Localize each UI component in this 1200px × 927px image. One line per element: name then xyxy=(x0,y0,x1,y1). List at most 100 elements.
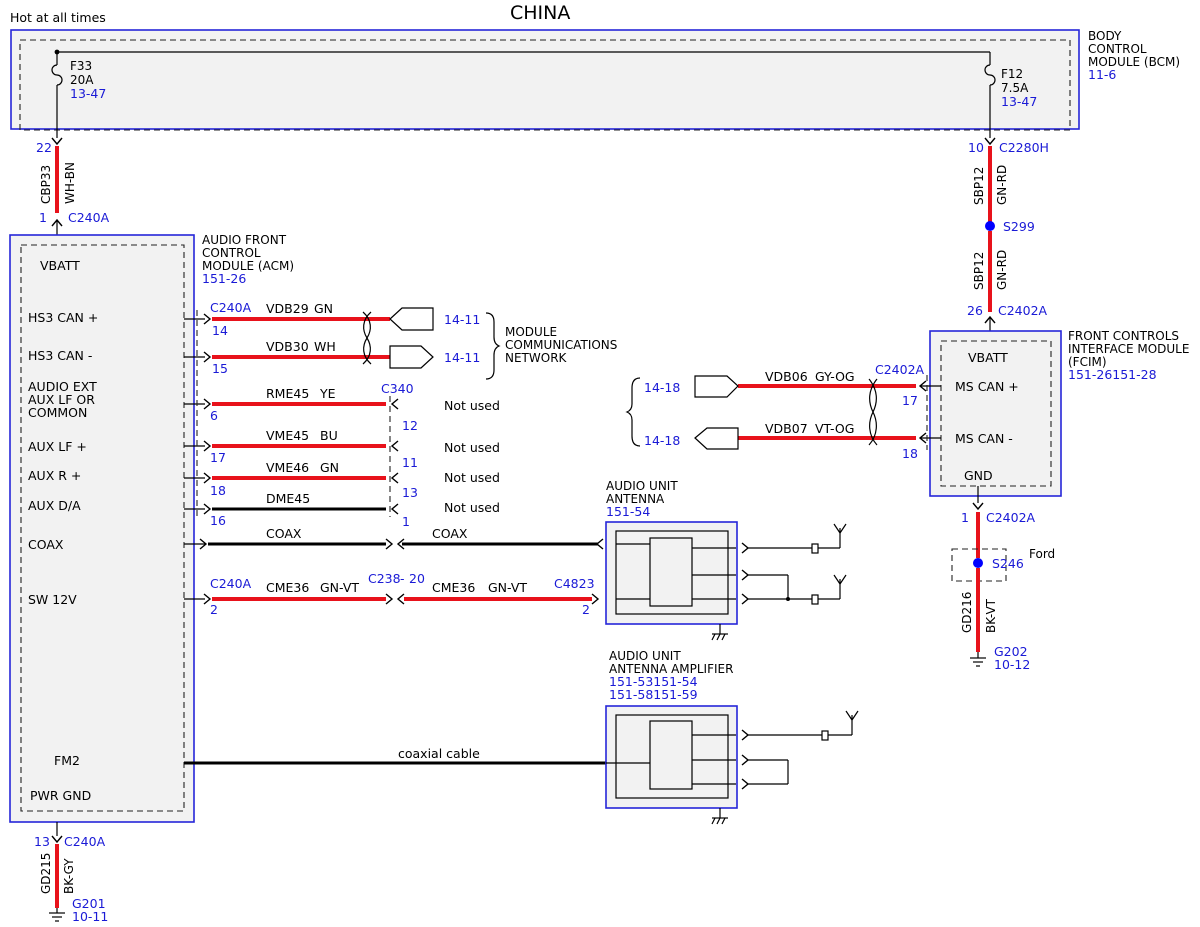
vme45-far-pin: 11 xyxy=(402,455,418,470)
antenna-name-1: AUDIO UNIT xyxy=(606,479,678,493)
vme45-pin: 17 xyxy=(210,450,226,465)
cme36-pin: 2 xyxy=(210,602,218,617)
antenna-icon xyxy=(833,523,847,599)
wire-cbp33 xyxy=(51,137,63,236)
acm-pin-aux-lf: AUX LF + xyxy=(28,439,87,454)
c4823-connector[interactable]: C4823 xyxy=(554,576,595,591)
rme45-far-pin: 12 xyxy=(402,418,418,433)
vdb29-ref[interactable]: 14-11 xyxy=(444,312,480,327)
vme45-color: BU xyxy=(320,428,338,443)
antenna-module xyxy=(605,521,840,641)
cbp33-color: WH-BN xyxy=(63,162,77,204)
rme45-circuit: RME45 xyxy=(266,386,309,401)
bcm-module xyxy=(10,29,1080,138)
wire-vme46 xyxy=(212,472,399,484)
sbp12-connector-top[interactable]: C2280H xyxy=(999,140,1049,155)
ground-g201[interactable]: G201 xyxy=(72,896,106,911)
fcim-name-1: FRONT CONTROLS xyxy=(1068,329,1179,343)
splice-s246-note: Ford xyxy=(1029,547,1055,561)
vdb06-ref[interactable]: 14-18 xyxy=(644,380,680,395)
fuse-f33-ref[interactable]: 13-47 xyxy=(70,86,106,101)
ground-g202-ref[interactable]: 10-12 xyxy=(994,657,1030,672)
fuse-f33-name: F33 xyxy=(70,59,92,73)
ground-g202[interactable]: G202 xyxy=(994,644,1028,659)
amp-ref-2[interactable]: 151-58151-59 xyxy=(609,687,698,702)
acm-name-1: AUDIO FRONT xyxy=(202,233,287,247)
cbp33-pin-top: 22 xyxy=(36,140,52,155)
cme36-color-2: GN-VT xyxy=(488,580,527,595)
vme46-pin: 18 xyxy=(210,483,226,498)
vme46-note: Not used xyxy=(444,470,500,485)
twisted-pair-symbol xyxy=(362,311,372,365)
sbp12-pin-bottom: 26 xyxy=(967,303,983,318)
bcm-name-1: BODY xyxy=(1088,29,1122,43)
c238-dash: - xyxy=(400,571,405,586)
gd216-connector[interactable]: C2402A xyxy=(986,510,1036,525)
amp-antenna-icon xyxy=(845,710,859,735)
sbp12-circuit-1: SBP12 xyxy=(972,167,986,205)
cbp33-circuit: CBP33 xyxy=(39,165,53,204)
vdb06-connector[interactable]: C2402A xyxy=(875,362,925,377)
fcim-pin-ms-can-plus: MS CAN + xyxy=(955,379,1019,394)
fcim-name-3: (FCIM) xyxy=(1068,355,1107,369)
acm-pin-vbatt: VBATT xyxy=(40,258,80,273)
vdb07-color: VT-OG xyxy=(815,421,854,436)
vdb29-pin: 14 xyxy=(212,323,228,338)
coax-right-label: COAX xyxy=(432,526,468,541)
cme36-color-1: GN-VT xyxy=(320,580,359,595)
gd215-circuit: GD215 xyxy=(39,853,53,894)
acm-ref[interactable]: 151-26 xyxy=(202,271,246,286)
wire-gd216 xyxy=(951,486,1007,667)
fuse-f12-ref[interactable]: 13-47 xyxy=(1001,94,1037,109)
wire-vme45 xyxy=(212,440,399,452)
cbp33-connector[interactable]: C240A xyxy=(68,210,110,225)
vdb29-color: GN xyxy=(314,301,333,316)
c340-label[interactable]: C340 xyxy=(381,381,414,396)
power-label: Hot at all times xyxy=(10,10,106,25)
wire-coax xyxy=(208,538,604,550)
connector-14-18-upper xyxy=(694,375,739,398)
vdb30-color: WH xyxy=(314,339,336,354)
connector-14-11-upper xyxy=(389,307,434,331)
splice-s246 xyxy=(973,558,983,568)
ground-g201-ref[interactable]: 10-11 xyxy=(72,909,108,924)
sbp12-connector-bottom[interactable]: C2402A xyxy=(998,303,1048,318)
vdb06-circuit: VDB06 xyxy=(765,369,808,384)
sbp12-color-1: GN-RD xyxy=(995,165,1009,205)
gd215-connector[interactable]: C240A xyxy=(64,834,106,849)
acm-module xyxy=(9,234,195,823)
fuse-f12-name: F12 xyxy=(1001,67,1023,81)
rme45-color: YE xyxy=(319,386,336,401)
cme36-connector[interactable]: C240A xyxy=(210,576,252,591)
acm-connector-stubs xyxy=(184,310,212,605)
bcm-name-3: MODULE (BCM) xyxy=(1088,55,1180,69)
acm-c240a-label[interactable]: C240A xyxy=(210,300,252,315)
vdb29-circuit: VDB29 xyxy=(266,301,309,316)
wire-gd215 xyxy=(49,822,65,922)
fcim-ref[interactable]: 151-26151-28 xyxy=(1068,367,1157,382)
vdb07-ref[interactable]: 14-18 xyxy=(644,433,680,448)
vme45-circuit: VME45 xyxy=(266,428,309,443)
connector-14-11-lower xyxy=(389,345,434,369)
c238-connector[interactable]: C238 xyxy=(368,571,401,586)
gd215-color: BK-GY xyxy=(62,858,76,894)
wire-rme45 xyxy=(212,398,399,410)
connector-14-18-lower xyxy=(694,427,739,450)
sbp12-color-2: GN-RD xyxy=(995,250,1009,290)
acm-pin-fm2: FM2 xyxy=(54,753,80,768)
splice-s299-label: S299 xyxy=(1003,219,1035,234)
vdb30-pin: 15 xyxy=(212,361,228,376)
acm-name-2: CONTROL xyxy=(202,246,261,260)
acm-pin-aux-common-2: AUX LF OR xyxy=(28,392,95,407)
amp-ref-1[interactable]: 151-53151-54 xyxy=(609,674,698,689)
bcm-ref[interactable]: 11-6 xyxy=(1088,67,1116,82)
fcim-network-brace xyxy=(625,377,641,447)
sbp12-pin-top: 10 xyxy=(968,140,984,155)
antenna-ref[interactable]: 151-54 xyxy=(606,504,650,519)
coaxial-cable-label: coaxial cable xyxy=(398,746,480,761)
fuse-f33-rating: 20A xyxy=(70,73,94,87)
fcim-twisted-pair xyxy=(868,378,878,446)
diagram-title: CHINA xyxy=(510,2,570,24)
vdb30-ref[interactable]: 14-11 xyxy=(444,350,480,365)
vdb07-pin: 18 xyxy=(902,446,918,461)
